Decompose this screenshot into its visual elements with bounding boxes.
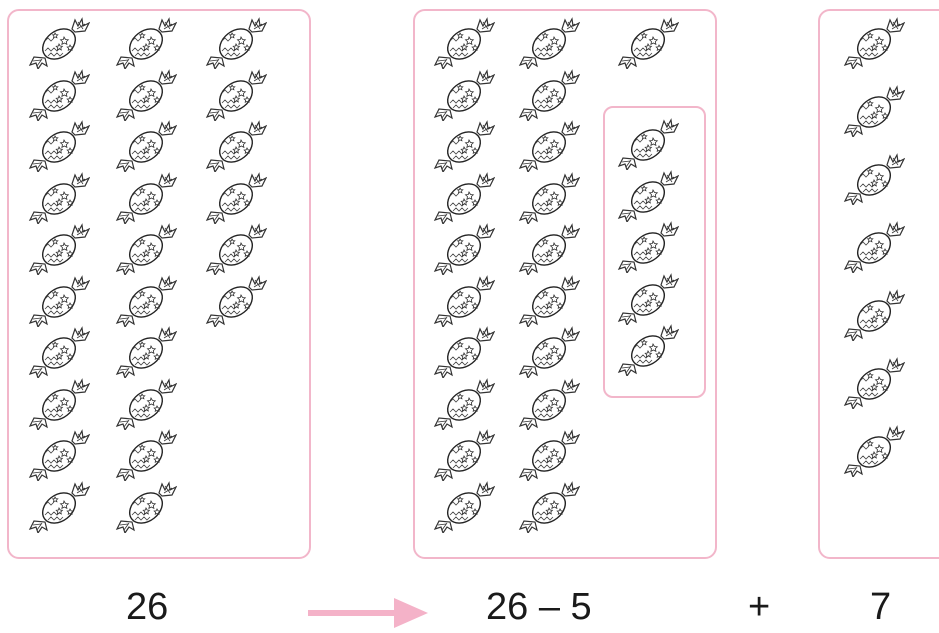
candy-icon [618,222,679,273]
candy-icon [116,224,177,275]
candy-icon [434,327,495,378]
candy-icon [844,86,905,137]
added-count-label: 7 [870,586,892,628]
candy-icon [434,224,495,275]
candy-icon [206,18,267,69]
candy-icon [519,481,580,533]
candy-icon [618,273,679,325]
candy-icon [618,170,679,222]
left-group-panel [7,9,311,559]
candy-icon [434,172,495,224]
candy-icon [206,224,267,275]
middle-group-panel [413,9,717,559]
candy-icon [116,275,177,327]
candy-icon [519,18,580,69]
candy-icon [116,69,177,121]
candy-icon [519,121,580,172]
candy-icon [29,327,90,378]
candy-icon [29,275,90,327]
candy-icon [844,18,905,69]
candy-icon [844,358,905,409]
candy-icon [618,325,679,376]
candy-icon [116,378,177,430]
candy-icon [206,172,267,224]
candy-icon [844,222,905,273]
arrow-right-icon [308,598,428,628]
candy-icon [29,18,90,69]
candy-icon [206,121,267,172]
candy-icon [519,275,580,327]
candy-icon [519,378,580,430]
candy-icon [519,430,580,481]
removed-group-panel [603,106,706,398]
subtraction-expression-label: 26 – 5 [486,586,592,628]
right-group-panel [818,9,939,559]
candy-icon [29,430,90,481]
candy-icon [618,119,679,170]
candy-icon [29,69,90,121]
candy-icon [519,69,580,121]
candy-icon [29,481,90,533]
candy-icon [29,378,90,430]
candy-icon [519,172,580,224]
candy-icon [519,327,580,378]
candy-icon [29,121,90,172]
candy-icon [618,18,679,69]
candy-icon [206,275,267,327]
candy-icon [519,224,580,275]
candy-icon [434,121,495,172]
candy-icon [116,18,177,69]
candy-icon [116,172,177,224]
candy-icon [434,69,495,121]
candy-icon [844,154,905,205]
plus-sign-label: + [748,586,771,628]
candy-icon [434,481,495,533]
candy-icon [434,275,495,327]
candy-icon [116,481,177,533]
candy-icon [206,69,267,121]
candy-icon [434,430,495,481]
candy-icon [116,430,177,481]
candy-icon [434,18,495,69]
candy-icon [434,378,495,430]
candy-icon [116,121,177,172]
candy-icon [29,224,90,275]
candy-icon [844,426,905,477]
candy-icon [116,327,177,378]
candy-icon [844,290,905,341]
candy-icon [29,172,90,224]
start-count-label: 26 [126,586,169,628]
